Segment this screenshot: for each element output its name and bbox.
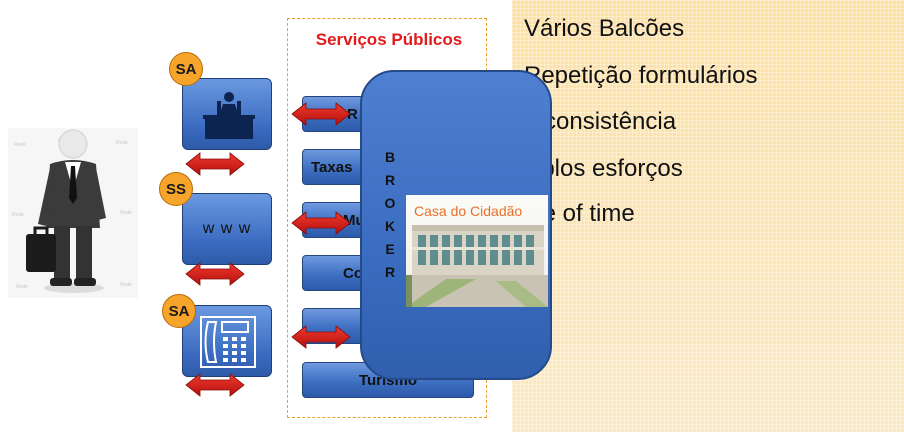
- double-arrow-icon: [291, 325, 351, 349]
- telephone-icon: [200, 316, 256, 368]
- web-channel-label: w w w: [202, 220, 252, 237]
- web-channel[interactable]: w w w: [182, 193, 272, 265]
- double-arrow-icon: [185, 152, 245, 176]
- double-arrow-icon: [291, 211, 351, 235]
- broker-letter: R: [384, 172, 396, 188]
- svg-text:Rede: Rede: [16, 284, 28, 290]
- svg-text:Rede: Rede: [116, 140, 128, 146]
- bullet-panel: [512, 0, 904, 432]
- double-arrow-icon: [291, 102, 351, 126]
- double-arrow-icon: [185, 262, 245, 286]
- bullet-item: Repetição formulários: [524, 62, 758, 89]
- broker-letter: E: [385, 241, 395, 257]
- broker-letter: K: [384, 218, 396, 234]
- public-services-title: Serviços Públicos: [315, 30, 463, 49]
- service-label: R: [347, 105, 358, 123]
- counter-desk-icon: [203, 92, 255, 139]
- svg-text:Rede: Rede: [14, 142, 26, 148]
- sa-badge: SA: [169, 52, 203, 86]
- broker-letter: R: [384, 264, 396, 280]
- phone-channel[interactable]: [182, 305, 272, 377]
- counter-channel[interactable]: [182, 78, 272, 150]
- casa-do-cidadao-label: Casa do Cidadão: [414, 203, 523, 219]
- service-label: Co: [343, 264, 363, 282]
- bullet-item: Vários Balcões: [524, 15, 685, 42]
- service-label: Taxas: [311, 158, 353, 176]
- casa-do-cidadao-photo: [406, 195, 548, 307]
- svg-text:Rede: Rede: [12, 212, 24, 218]
- sa-badge: SA: [162, 294, 196, 328]
- svg-text:Rede: Rede: [120, 210, 132, 216]
- broker-letter: O: [384, 195, 396, 211]
- ss-badge: SS: [159, 172, 193, 206]
- svg-text:Rede: Rede: [120, 282, 132, 288]
- broker-letter: B: [384, 149, 396, 165]
- double-arrow-icon: [185, 373, 245, 397]
